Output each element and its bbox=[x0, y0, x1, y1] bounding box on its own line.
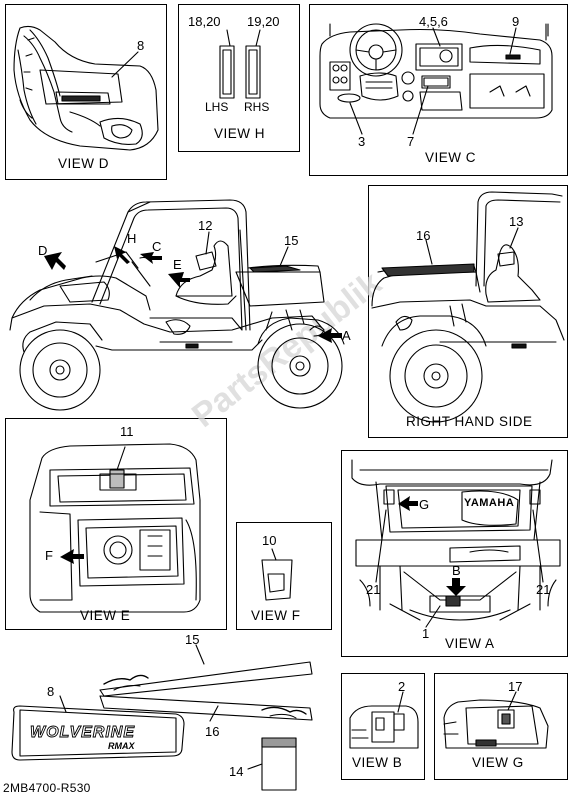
diagram-code: 2MB4700-R530 bbox=[3, 781, 91, 795]
view-letter-g: G bbox=[419, 497, 430, 512]
view-b-panel bbox=[341, 673, 425, 780]
view-a-drawing bbox=[351, 459, 561, 628]
view-letter-e: E bbox=[173, 257, 182, 272]
view-e-drawing bbox=[29, 443, 201, 613]
view-b-caption: VIEW B bbox=[352, 755, 403, 770]
right-hand-side-caption: RIGHT HAND SIDE bbox=[406, 414, 533, 429]
view-h-drawing bbox=[219, 29, 261, 99]
view-h-caption: VIEW H bbox=[214, 126, 266, 141]
callout-15-vehicle: 15 bbox=[284, 233, 299, 248]
rmax-decal-text: RMAX bbox=[108, 741, 135, 751]
view-e-panel bbox=[5, 418, 227, 630]
callout-14: 14 bbox=[229, 764, 244, 779]
callout-4-5-6: 4,5,6 bbox=[419, 14, 448, 29]
callout-3: 3 bbox=[358, 134, 366, 149]
view-letter-b: B bbox=[452, 563, 461, 578]
callout-19-20: 19,20 bbox=[247, 14, 280, 29]
callout-16-rhs: 16 bbox=[416, 228, 431, 243]
callout-21-left: 21 bbox=[366, 582, 381, 597]
yamaha-rear-decal: YAMAHA bbox=[464, 497, 515, 509]
wolverine-decal-text: WOLVERINE bbox=[30, 724, 136, 742]
view-letter-h: H bbox=[127, 231, 137, 246]
callout-8-view-d: 8 bbox=[137, 38, 145, 53]
view-arrows bbox=[44, 246, 466, 596]
callout-7: 7 bbox=[407, 134, 415, 149]
view-d-panel bbox=[5, 4, 167, 180]
view-g-panel bbox=[434, 673, 568, 780]
callout-1: 1 bbox=[422, 626, 430, 641]
callout-8: 8 bbox=[47, 684, 55, 699]
callout-16: 16 bbox=[205, 724, 220, 739]
view-letter-f: F bbox=[45, 548, 53, 563]
view-f-caption: VIEW F bbox=[251, 608, 301, 623]
callout-10: 10 bbox=[262, 533, 277, 548]
callout-17: 17 bbox=[508, 679, 523, 694]
view-g-caption: VIEW G bbox=[472, 755, 524, 770]
view-letter-a: A bbox=[342, 328, 351, 343]
view-letter-c: C bbox=[152, 239, 162, 254]
view-d-caption: VIEW D bbox=[58, 156, 110, 171]
callout-21-right: 21 bbox=[536, 582, 551, 597]
callout-11: 11 bbox=[120, 424, 134, 439]
view-h-rhs-label: RHS bbox=[244, 100, 270, 114]
view-h-panel bbox=[178, 4, 300, 152]
view-h-lhs-label: LHS bbox=[205, 100, 229, 114]
callout-9: 9 bbox=[512, 14, 520, 29]
view-d-hood-drawing bbox=[13, 25, 159, 151]
view-g-drawing bbox=[443, 691, 549, 749]
right-hand-side-drawing bbox=[371, 191, 565, 423]
view-e-caption: VIEW E bbox=[80, 608, 131, 623]
right-hand-side-panel bbox=[368, 185, 568, 438]
view-a-caption: VIEW A bbox=[445, 636, 495, 651]
callout-12: 12 bbox=[198, 218, 213, 233]
callout-13: 13 bbox=[509, 214, 524, 229]
callout-18-20: 18,20 bbox=[188, 14, 221, 29]
loose-decals-drawing bbox=[11, 644, 313, 791]
view-c-dashboard-drawing bbox=[319, 23, 553, 135]
callout-15: 15 bbox=[185, 632, 200, 647]
main-vehicle-drawing bbox=[9, 199, 345, 411]
view-letter-d: D bbox=[38, 243, 48, 258]
view-c-panel bbox=[309, 4, 568, 176]
view-c-caption: VIEW C bbox=[425, 150, 477, 165]
view-f-drawing bbox=[261, 548, 293, 601]
view-b-drawing bbox=[349, 691, 419, 749]
callout-2: 2 bbox=[398, 679, 406, 694]
